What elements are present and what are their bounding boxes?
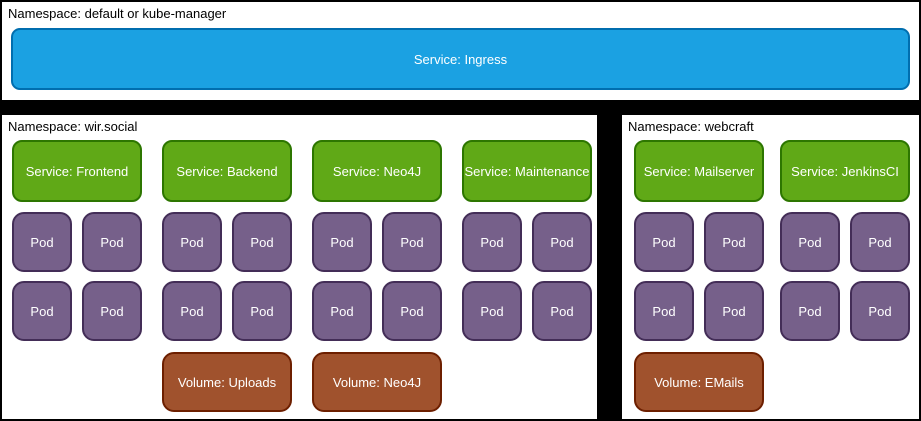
service-neo4j-node: Service: Neo4J bbox=[312, 140, 442, 202]
pod-node: Pod bbox=[312, 212, 372, 272]
namespace-panel-default-kube-manager: Namespace: default or kube-manager Servi… bbox=[0, 0, 921, 102]
service-backend-node: Service: Backend bbox=[162, 140, 292, 202]
pod-row: Pod Pod bbox=[462, 212, 592, 272]
service-column-backend: Service: Backend Pod Pod Pod Pod Volume:… bbox=[162, 140, 292, 412]
pod-node: Pod bbox=[704, 212, 764, 272]
pod-node: Pod bbox=[382, 281, 442, 341]
pod-row: Pod Pod bbox=[12, 212, 142, 272]
pod-node: Pod bbox=[780, 281, 840, 341]
service-column-maintenance: Service: Maintenance Pod Pod Pod Pod bbox=[462, 140, 592, 341]
pod-row: Pod Pod bbox=[312, 281, 442, 341]
namespace-panel-wir-social: Namespace: wir.social Service: Frontend … bbox=[0, 113, 599, 421]
pod-node: Pod bbox=[634, 212, 694, 272]
service-column-frontend: Service: Frontend Pod Pod Pod Pod bbox=[12, 140, 142, 341]
service-jenkinsci-node: Service: JenkinsCI bbox=[780, 140, 910, 202]
pod-row: Pod Pod bbox=[312, 212, 442, 272]
pod-node: Pod bbox=[462, 281, 522, 341]
volume-emails-node: Volume: EMails bbox=[634, 352, 764, 412]
pod-node: Pod bbox=[82, 212, 142, 272]
namespace-title: Namespace: wir.social bbox=[8, 119, 138, 134]
pod-row: Pod Pod bbox=[634, 212, 764, 272]
service-column-jenkinsci: Service: JenkinsCI Pod Pod Pod Pod bbox=[780, 140, 910, 341]
pod-node: Pod bbox=[82, 281, 142, 341]
service-maintenance-node: Service: Maintenance bbox=[462, 140, 592, 202]
service-mailserver-node: Service: Mailserver bbox=[634, 140, 764, 202]
pod-node: Pod bbox=[312, 281, 372, 341]
pod-node: Pod bbox=[532, 281, 592, 341]
pod-row: Pod Pod bbox=[162, 281, 292, 341]
service-column-mailserver: Service: Mailserver Pod Pod Pod Pod Volu… bbox=[634, 140, 764, 412]
pod-node: Pod bbox=[850, 212, 910, 272]
service-ingress-node: Service: Ingress bbox=[11, 28, 910, 90]
pod-node: Pod bbox=[162, 212, 222, 272]
pod-node: Pod bbox=[462, 212, 522, 272]
pod-node: Pod bbox=[232, 212, 292, 272]
pod-row: Pod Pod bbox=[634, 281, 764, 341]
pod-row: Pod Pod bbox=[162, 212, 292, 272]
pod-row: Pod Pod bbox=[12, 281, 142, 341]
pod-node: Pod bbox=[12, 281, 72, 341]
volume-neo4j-node: Volume: Neo4J bbox=[312, 352, 442, 412]
pod-node: Pod bbox=[704, 281, 764, 341]
pod-node: Pod bbox=[850, 281, 910, 341]
pod-row: Pod Pod bbox=[780, 281, 910, 341]
pod-node: Pod bbox=[162, 281, 222, 341]
pod-node: Pod bbox=[532, 212, 592, 272]
pod-row: Pod Pod bbox=[462, 281, 592, 341]
pod-node: Pod bbox=[780, 212, 840, 272]
namespace-title: Namespace: webcraft bbox=[628, 119, 754, 134]
pod-row: Pod Pod bbox=[780, 212, 910, 272]
pod-node: Pod bbox=[382, 212, 442, 272]
service-frontend-node: Service: Frontend bbox=[12, 140, 142, 202]
volume-uploads-node: Volume: Uploads bbox=[162, 352, 292, 412]
pod-node: Pod bbox=[232, 281, 292, 341]
pod-node: Pod bbox=[634, 281, 694, 341]
service-column-neo4j: Service: Neo4J Pod Pod Pod Pod Volume: N… bbox=[312, 140, 442, 412]
pod-node: Pod bbox=[12, 212, 72, 272]
namespace-title: Namespace: default or kube-manager bbox=[8, 6, 227, 21]
namespace-panel-webcraft: Namespace: webcraft Service: Mailserver … bbox=[620, 113, 921, 421]
